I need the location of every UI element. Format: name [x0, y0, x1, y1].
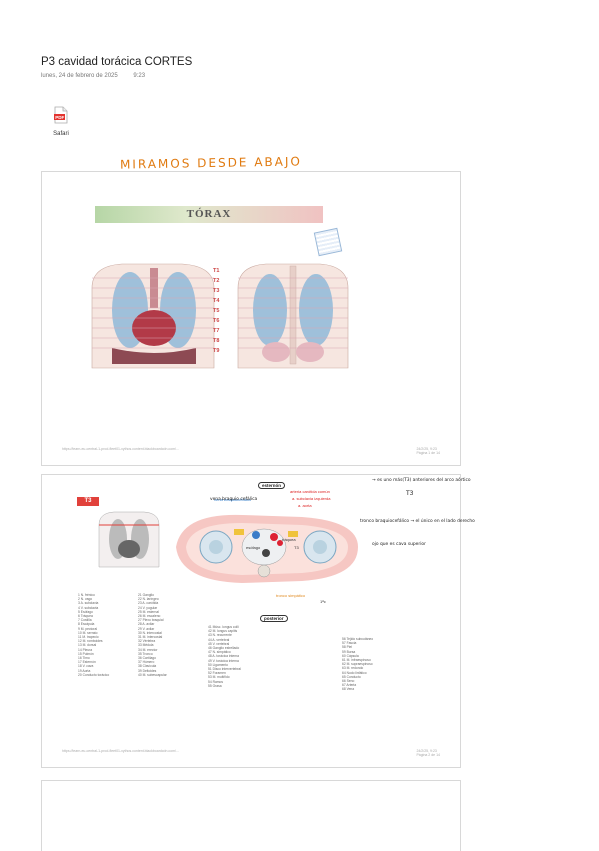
vertebra-label: T4	[213, 298, 220, 304]
annotation-t3: T3	[406, 490, 414, 497]
section-tag: T3	[77, 497, 99, 506]
pdf-file-icon: PDF	[54, 106, 68, 124]
annotation-esternon: esternón	[258, 482, 286, 489]
pdf-page-1: TÓRAX T1 T2 T3 T4 T5 T6 T7 T8 T9	[41, 171, 461, 466]
note-title: P3 cavidad torácica CORTES	[41, 56, 193, 68]
annotation-red-3: a. aorta	[298, 503, 312, 508]
annotation-orange-mid: tronco braquiocefálico → el único en el …	[360, 519, 475, 524]
footer-url: https://learn-eu-central-1-prod-fleet01-…	[62, 749, 179, 753]
handwritten-heading: MIRAMOS DESDE ABAJO	[119, 154, 303, 172]
torax-posterior-figure	[237, 263, 349, 369]
annotation-traquea: tráquea	[282, 537, 296, 542]
vertebra-label: T2	[213, 278, 220, 284]
vertebra-label: T6	[213, 318, 220, 324]
page-footer: https://learn-eu-central-1-prod-fleet01-…	[62, 749, 440, 757]
annotation-red-2: a. subclavia izquierda	[292, 496, 331, 501]
annotation-body-t3: T3	[294, 545, 299, 550]
pdf-page-2: T3 esternón arteria carótida común a. su…	[41, 474, 461, 768]
attachment-label: Safari	[53, 131, 69, 137]
vertebra-label: T9	[213, 348, 220, 354]
vertebra-label: T7	[213, 328, 220, 334]
stamp-icon	[313, 227, 343, 257]
annotation-posterior: posterior	[260, 615, 288, 622]
torax-banner: TÓRAX	[95, 206, 323, 223]
note-date: lunes, 24 de febrero de 2025 9:23	[41, 73, 145, 79]
attachment[interactable]: PDF Safari	[50, 106, 72, 137]
footer-page: Página 2 de 14	[416, 753, 440, 757]
torax-banner-text: TÓRAX	[186, 208, 232, 220]
footer-date: 24/2/25, 9:23	[416, 749, 437, 753]
svg-text:PDF: PDF	[55, 115, 64, 120]
page-footer: https://learn-eu-central-1-prod-fleet01-…	[62, 447, 440, 455]
annotation-red-1: arteria carótida común	[290, 489, 330, 494]
vertebra-label: T1	[213, 268, 220, 274]
note-date-text: lunes, 24 de febrero de 2025	[41, 73, 118, 79]
note-time: 9:23	[133, 73, 146, 79]
annotation-top-right: → es uno más(T3) anteriores del arco aór…	[372, 478, 471, 483]
annotation-esofago: esófago	[246, 545, 261, 550]
mini-torax-figure	[98, 511, 160, 568]
vertebra-label: T8	[213, 338, 220, 344]
annotation-orange-right: ojo que es cava superior	[372, 542, 426, 547]
footer-page: Página 1 de 14	[416, 451, 440, 455]
footer-url: https://learn-eu-central-1-prod-fleet01-…	[62, 447, 179, 451]
annotation-costilla: 1ªc	[320, 599, 326, 604]
footer-date: 24/2/25, 9:23	[416, 447, 437, 451]
annotation-orange-left: vena braquio cefálica	[210, 497, 258, 502]
annotation-blue: vena braquiocefálica	[214, 497, 251, 502]
vertebra-label: T5	[213, 308, 220, 314]
vertebra-labels: T1 T2 T3 T4 T5 T6 T7 T8 T9	[213, 266, 219, 356]
pdf-page-3	[41, 780, 461, 851]
vertebra-label: T3	[213, 288, 220, 294]
torax-anterior-figure	[91, 263, 215, 369]
annotation-orange-bottom: tronco simpático	[276, 593, 306, 598]
cross-section-figure	[176, 514, 358, 583]
